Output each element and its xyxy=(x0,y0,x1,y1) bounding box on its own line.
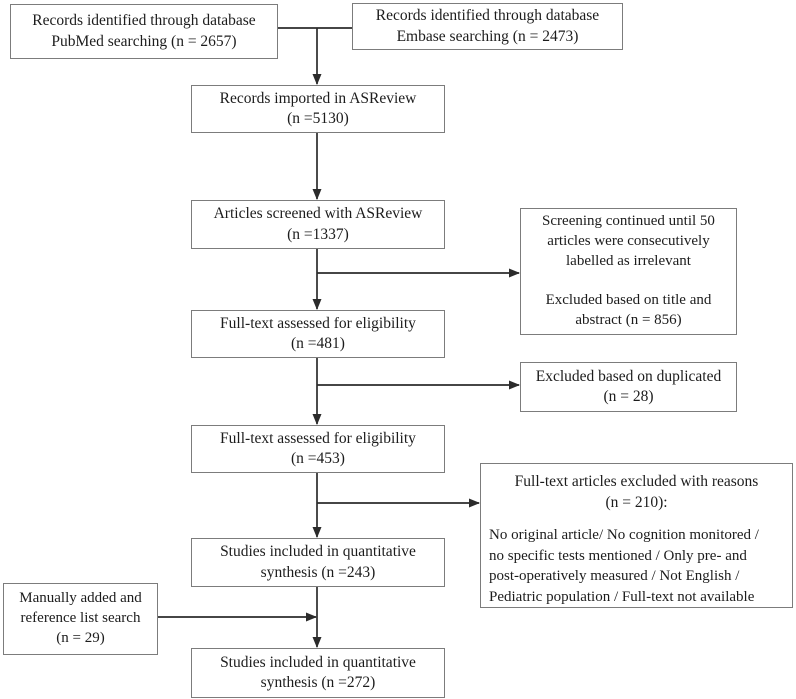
node-records-imported: Records imported in ASReview (n =5130) xyxy=(191,85,445,133)
node-screening-note: Screening continued until 50 articles we… xyxy=(520,208,737,335)
node-articles-screened: Articles screened with ASReview (n =1337… xyxy=(191,200,445,249)
excluded-reasons-title: Full-text articles excluded with reasons… xyxy=(514,473,759,511)
excluded-reasons-body: No original article/ No cognition monito… xyxy=(489,526,759,605)
node-quantitative-synthesis-243: Studies included in quantitative synthes… xyxy=(191,538,445,587)
node-fulltext-eligibility-481: Full-text assessed for eligibility (n =4… xyxy=(191,310,445,358)
node-manually-added: Manually added and reference list search… xyxy=(3,583,158,655)
node-excluded-duplicated: Excluded based on duplicated (n = 28) xyxy=(520,362,737,412)
node-records-pubmed: Records identified through database PubM… xyxy=(10,4,278,59)
node-records-embase: Records identified through database Emba… xyxy=(352,3,623,50)
node-quantitative-synthesis-272: Studies included in quantitative synthes… xyxy=(191,648,445,698)
node-excluded-with-reasons: Full-text articles excluded with reasons… xyxy=(480,463,793,608)
node-fulltext-eligibility-453: Full-text assessed for eligibility (n =4… xyxy=(191,425,445,473)
